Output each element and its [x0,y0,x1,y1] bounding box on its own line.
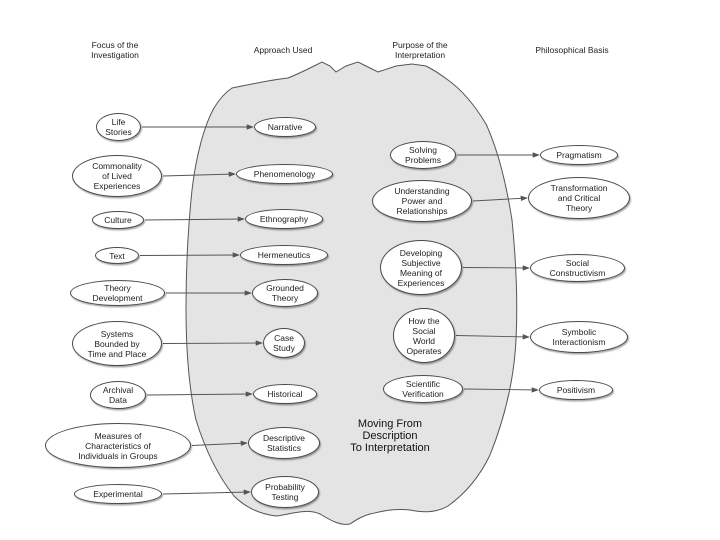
header-approach: Approach Used [253,45,313,55]
connector-purpose-to-basis [463,387,539,393]
connector-purpose-to-basis [472,195,528,202]
approach-probability-testing: Probability Testing [251,476,319,508]
focus-archival-data: Archival Data [90,381,146,409]
connector-focus-to-approach [162,340,263,346]
approach-hermeneutics: Hermeneutics [240,245,328,265]
purpose-how-social-world-operates: How the Social World Operates [393,308,455,363]
basis-social-constructivism: Social Constructivism [530,254,625,282]
focus-systems-bounded: Systems Bounded by Time and Place [72,321,162,366]
interpretation-caption: Moving From Description To Interpretatio… [350,418,430,454]
focus-theory-development: Theory Development [70,280,165,306]
purpose-developing-subjective-meaning: Developing Subjective Meaning of Experie… [380,240,462,295]
approach-grounded-theory: Grounded Theory [252,279,318,307]
connector-purpose-to-basis [462,265,530,271]
connector-focus-to-approach [139,252,240,258]
focus-experimental: Experimental [74,484,162,504]
focus-text: Text [95,247,139,264]
connector-lines [139,124,540,495]
approach-case-study: Case Study [263,328,305,358]
purpose-understanding-power: Understanding Power and Relationships [372,180,472,222]
basis-pragmatism: Pragmatism [540,145,618,165]
header-purpose: Purpose of the Interpretation [392,40,448,60]
approach-historical: Historical [253,384,317,404]
basis-transformation-critical-theory: Transformation and Critical Theory [528,177,630,219]
header-basis: Philosophical Basis [535,45,609,55]
connector-focus-to-approach [162,489,251,495]
focus-measures-of-characteristics: Measures of Characteristics of Individua… [45,423,191,468]
header-focus: Focus of the Investigation [91,40,139,60]
purpose-scientific-verification: Scientific Verification [383,375,463,403]
connector-focus-to-approach [162,171,236,177]
connector-focus-to-approach [146,391,253,397]
focus-commonality-of-lived-experiences: Commonality of Lived Experiences [72,155,162,197]
purpose-solving-problems: Solving Problems [390,141,456,169]
connector-purpose-to-basis [455,334,530,340]
approach-ethnography: Ethnography [245,209,323,229]
connector-focus-to-approach [144,216,245,222]
approach-narrative: Narrative [254,117,316,137]
connector-focus-to-approach [191,440,248,446]
basis-symbolic-interactionism: Symbolic Interactionism [530,321,628,353]
focus-culture: Culture [92,211,144,229]
focus-life-stories: Life Stories [96,113,141,141]
approach-descriptive-statistics: Descriptive Statistics [248,427,320,459]
basis-positivism: Positivism [539,380,613,400]
approach-phenomenology: Phenomenology [236,164,333,184]
